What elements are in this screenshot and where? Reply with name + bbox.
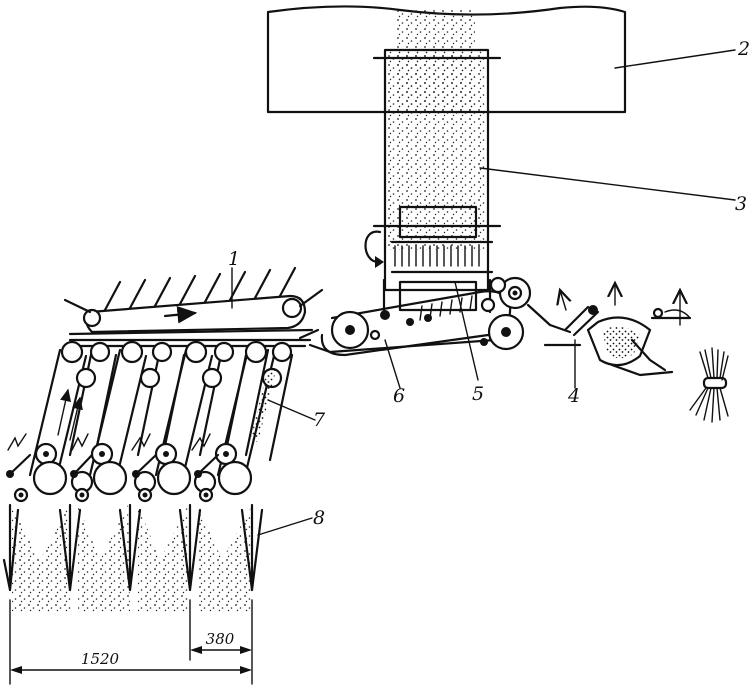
label-row-divider: 8 (313, 507, 325, 529)
leader-lines (231, 49, 736, 536)
knotter (526, 283, 729, 423)
label-knotter: 4 (567, 385, 580, 407)
label-chute: 3 (735, 193, 747, 215)
chute (372, 48, 502, 292)
label-compressing-chamber: 5 (472, 383, 484, 405)
row-dividers (2, 503, 264, 612)
feeder-conveyor (63, 266, 324, 348)
belt-conveyor (298, 276, 532, 357)
label-bunker: 2 (737, 38, 750, 60)
comb-teeth (390, 240, 494, 274)
compressing-chamber (364, 230, 492, 314)
dimension-row-spacing: 380 (206, 630, 235, 648)
label-feeder-conveyor: 1 (228, 248, 240, 270)
dimension-lines (9, 599, 253, 685)
label-belt-conveyor: 6 (393, 385, 405, 407)
dimension-total-width: 1520 (81, 650, 120, 668)
sheaf (689, 347, 729, 423)
label-header-conveyor: 7 (313, 409, 326, 431)
header-conveyors (6, 340, 294, 503)
